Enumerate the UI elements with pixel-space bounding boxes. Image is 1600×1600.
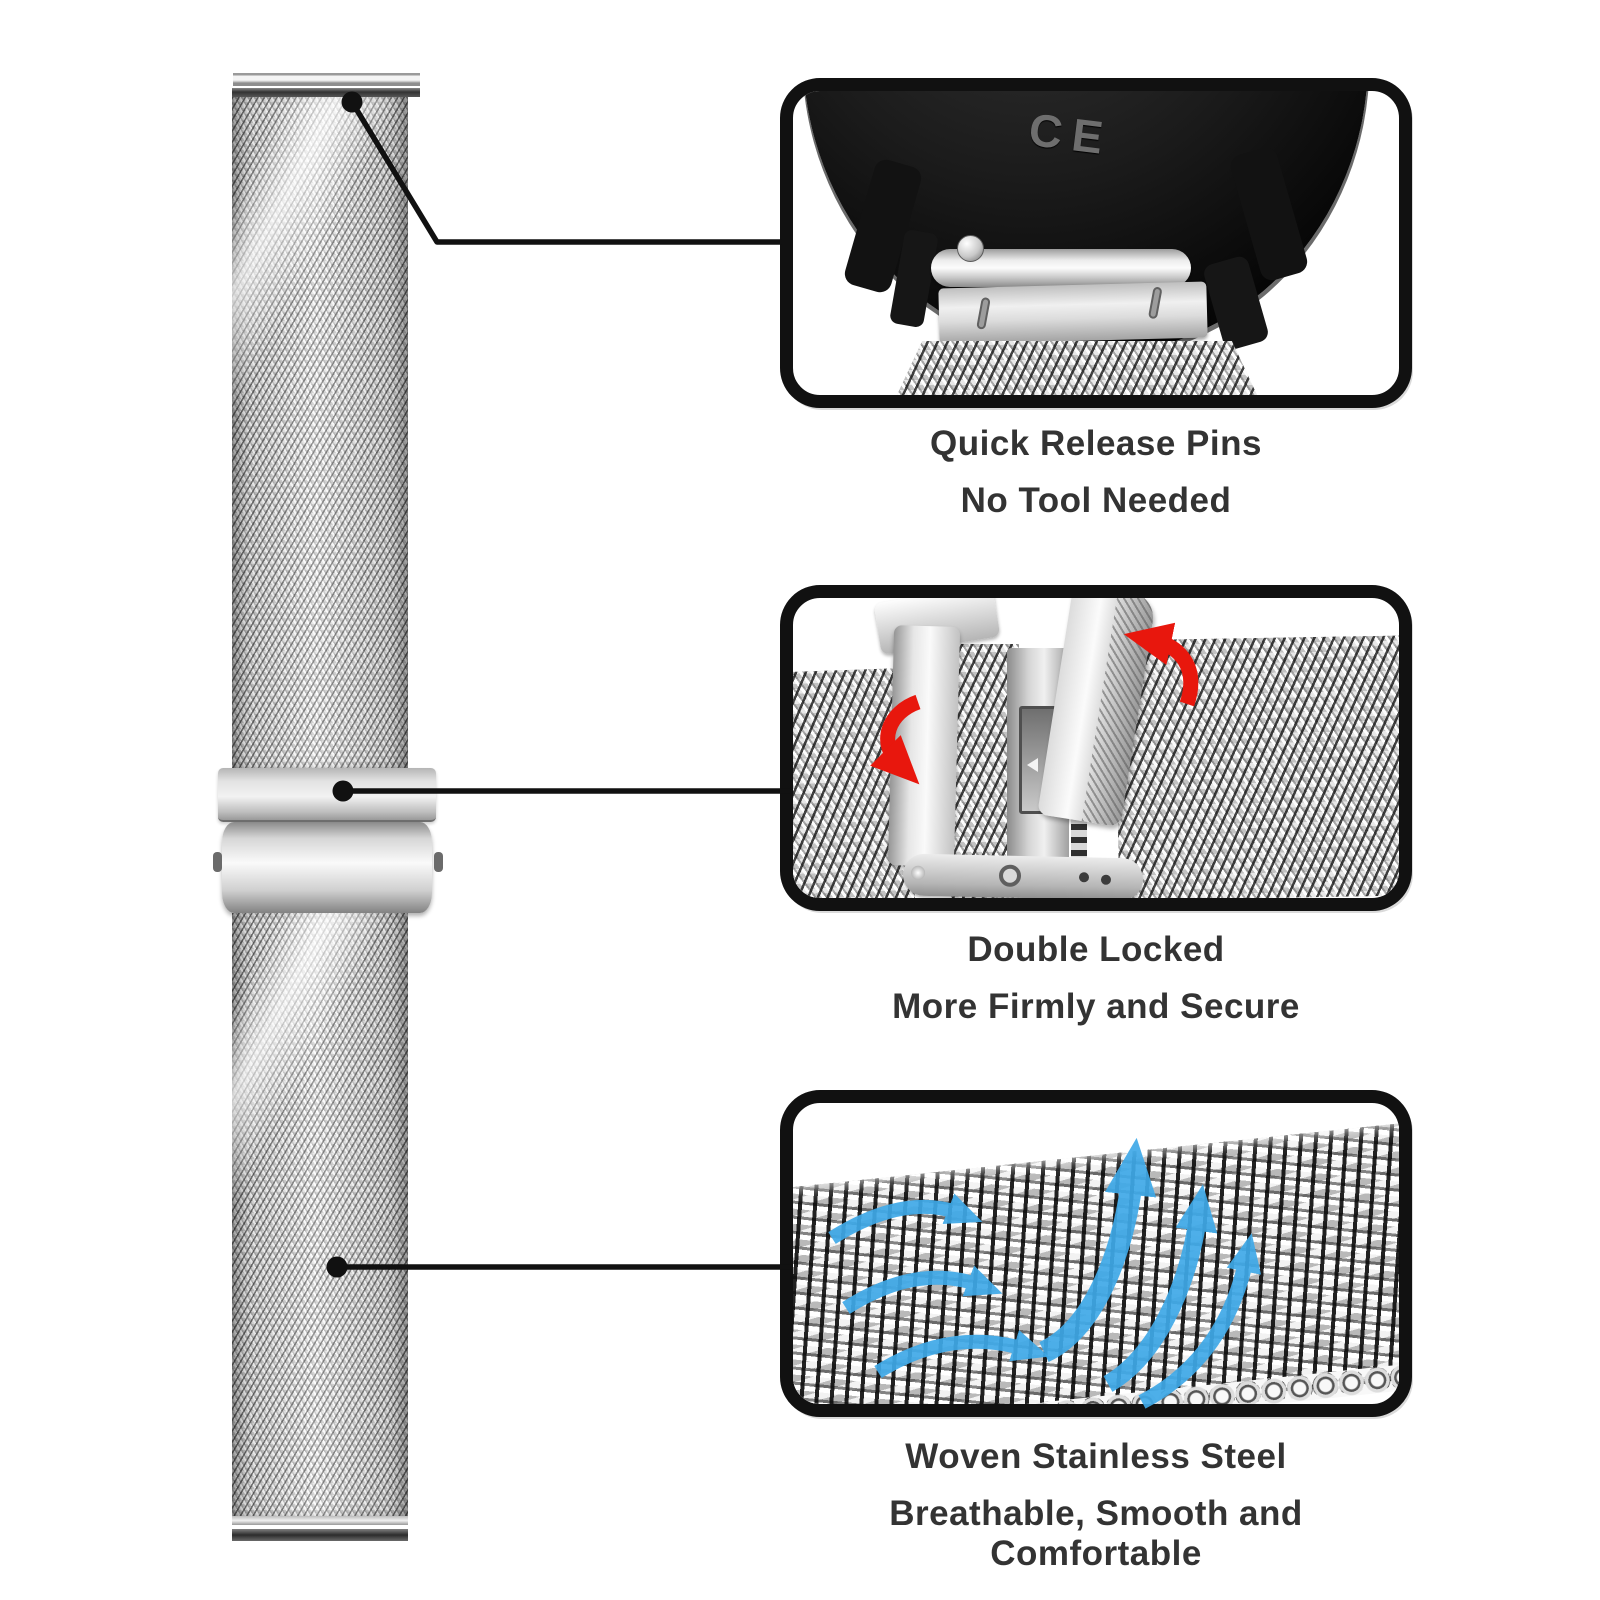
band-mesh-lower (232, 913, 408, 1516)
clasp-pin-left (213, 852, 222, 872)
band-spring-bar-top (233, 73, 420, 86)
buckle-indicator-arrow-icon (1027, 758, 1038, 772)
band-end-plate (938, 281, 1208, 345)
band-clasp-buckle (222, 822, 432, 913)
clasp-pin-right (434, 852, 443, 872)
callout-title: Double Locked (967, 930, 1225, 969)
band-end-rod-top (232, 88, 420, 97)
callout-caption-quick-release: Quick Release Pins No Tool Needed (780, 424, 1412, 521)
band-end-bar-bottom (232, 1529, 408, 1541)
callout-panel-double-locked (780, 585, 1412, 911)
plate-slot-right (1147, 286, 1163, 320)
callout-panel-quick-release: CE (780, 78, 1412, 408)
ce-mark: CE (1026, 103, 1116, 165)
plate-slot-left (976, 296, 991, 330)
band-end-rod-bottom (232, 1516, 408, 1525)
callout-subtitle: No Tool Needed (960, 481, 1232, 520)
callout-caption-double-locked: Double Locked More Firmly and Secure (780, 930, 1412, 1027)
callout-title: Woven Stainless Steel (905, 1437, 1287, 1476)
lever-pin-dot (1078, 872, 1090, 883)
callout-subtitle: More Firmly and Secure (892, 987, 1300, 1026)
band-clasp-cover-plate (218, 768, 436, 822)
clasp-lever-arm (902, 853, 1144, 898)
mesh-band-right (1114, 635, 1399, 898)
band-mesh-upper (232, 97, 408, 768)
callout-title: Quick Release Pins (930, 424, 1262, 463)
callout-line-top (349, 100, 782, 245)
mesh-strip (897, 341, 1257, 395)
lever-pin-dot (1100, 874, 1112, 885)
woven-mesh-texture (793, 1121, 1399, 1404)
lever-hole (998, 864, 1022, 887)
quick-release-knob (957, 235, 984, 262)
callout-subtitle: Breathable, Smooth and Comfortable (889, 1494, 1303, 1573)
lever-pivot (910, 865, 926, 880)
callout-panel-woven-mesh (780, 1090, 1412, 1417)
clasp-left-flap (887, 625, 961, 867)
callout-caption-woven-mesh: Woven Stainless Steel Breathable, Smooth… (780, 1437, 1412, 1574)
watch-band-photo (213, 73, 443, 1541)
